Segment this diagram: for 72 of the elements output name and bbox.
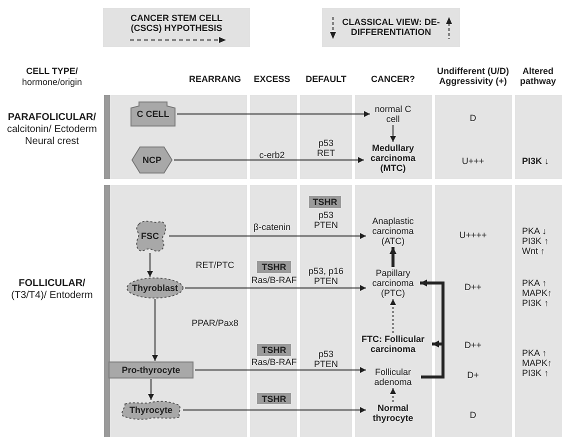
- table-text: hormone/origin: [22, 77, 82, 87]
- table-text: MAPK↑: [522, 358, 552, 368]
- arrow: [421, 340, 444, 378]
- table-text: U+++: [462, 156, 484, 166]
- table-text: p53 PTEN: [312, 349, 339, 369]
- arrow: [194, 367, 366, 373]
- table-text: U++++: [459, 230, 487, 240]
- table-text: p53 RET: [316, 138, 336, 158]
- row-heading: PARAFOLICULAR/: [6, 112, 98, 124]
- table-text: D++: [464, 340, 482, 350]
- octagon-node: C CELL: [131, 102, 175, 126]
- table-text: PI3K ↑: [522, 298, 549, 308]
- legend-text: CANCER STEM CELL (CSCS) HYPOTHESIS: [130, 13, 224, 33]
- table-text: CELL TYPE/: [26, 66, 78, 76]
- table-text: D: [470, 113, 476, 123]
- table-text: PKA ↑: [522, 348, 547, 358]
- arrow: [148, 378, 154, 400]
- hexagon-node: NCP: [132, 147, 172, 173]
- gene-tag: TSHR: [309, 196, 341, 208]
- table-text: Ras/B-RAF: [251, 275, 297, 285]
- table-text: PI3K ↓: [522, 156, 550, 166]
- row-subheading: (T3/T4)/ Entoderm: [10, 290, 94, 302]
- table-text: p53, p16 PTEN: [307, 266, 345, 286]
- row-heading: FOLLICULAR/: [18, 278, 86, 290]
- rectangle-node: Pro-thyrocyte: [109, 362, 193, 378]
- table-text: MAPK↑: [522, 288, 552, 298]
- gene-tag: TSHR: [257, 261, 291, 273]
- table-text: Undifferent (U/D) Aggressivity (+): [436, 66, 510, 86]
- arrow: [184, 285, 366, 291]
- table-text: PKA ↑: [522, 278, 547, 288]
- table-text: Wnt ↑: [522, 246, 546, 256]
- arrow: [390, 124, 396, 142]
- ellipse-node: Thyroblast: [127, 278, 183, 298]
- table-text: p53 PTEN: [312, 210, 339, 230]
- cancer-type-text: Medullary carcinoma (MTC): [365, 143, 421, 173]
- table-text: Ras/B-RAF: [251, 357, 297, 367]
- cancer-type-text: Anaplastic carcinoma (ATC): [367, 216, 419, 246]
- table-text: EXCESS: [254, 74, 290, 84]
- legend-text: CLASSICAL VIEW: DE-DIFFERENTIATION: [341, 17, 441, 37]
- table-text: c-erb2: [259, 150, 285, 160]
- arrow: [390, 247, 396, 267]
- arrow: [147, 252, 153, 278]
- table-text: PI3K ↑: [522, 368, 549, 378]
- table-text: PPAR/Pax8: [192, 318, 238, 328]
- row-subheading: calcitonin/ Ectoderm Neural crest: [6, 124, 98, 148]
- table-text: PI3K ↑: [522, 236, 549, 246]
- table-text: D++: [464, 282, 482, 292]
- table-text: D+: [467, 370, 479, 380]
- arrow: [168, 233, 366, 239]
- table-text: DEFAULT: [306, 74, 346, 84]
- arrow: [390, 388, 396, 402]
- table-text: β-catenin: [253, 222, 291, 232]
- gene-tag: TSHR: [257, 344, 291, 356]
- arrow: [174, 157, 364, 163]
- arrow: [182, 407, 366, 413]
- blob-node: FSC: [133, 220, 167, 252]
- cancer-type-text: normal C cell: [371, 104, 415, 124]
- table-text: D: [470, 410, 476, 420]
- table-text: Altered pathway: [518, 66, 557, 86]
- arrow: [390, 298, 396, 334]
- table-text: RET/PTC: [196, 260, 234, 270]
- arrow: [152, 298, 158, 362]
- gene-tag: TSHR: [257, 393, 291, 404]
- table-text: CANCER?: [371, 74, 415, 84]
- cancer-type-text: Normal thyrocyte: [367, 403, 419, 423]
- cancer-type-text: FTC: Follicular carcinoma: [355, 334, 431, 354]
- table-text: REARRANG: [189, 74, 241, 84]
- blob-node: Thyrocyte: [121, 401, 181, 419]
- arrow: [176, 111, 370, 117]
- cancer-type-text: Papillary carcinoma (PTC): [367, 268, 419, 298]
- table-text: PKA ↓: [522, 226, 547, 236]
- cancer-type-text: Follicular adenoma: [367, 367, 419, 387]
